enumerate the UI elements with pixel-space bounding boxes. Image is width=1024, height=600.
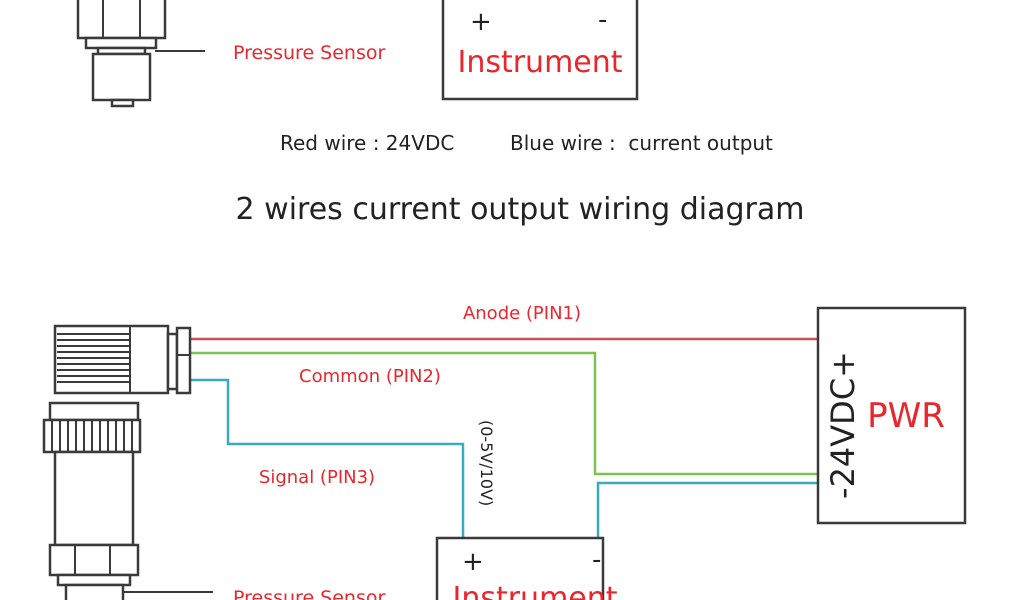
common-label: Common (PIN2) [299, 366, 441, 387]
anode-label: Anode (PIN1) [463, 303, 581, 324]
legend-blue-wire: Blue wire : current output [510, 131, 773, 155]
bottom-instrument-plus: + [462, 547, 484, 577]
signal-wire-blue [190, 378, 465, 538]
bottom-instrument-label: Instrument [452, 581, 617, 600]
bottom-instrument-minus: - [592, 545, 601, 575]
power-voltage-label: -24VDC+ [824, 351, 862, 499]
signal-label: Signal (PIN3) [259, 467, 375, 488]
legend-red-wire: Red wire : 24VDC [280, 131, 454, 155]
top-pressure-sensor [76, 0, 205, 108]
power-supply-box: -24VDC+ PWR [816, 306, 967, 525]
bottom-sensor-label: Pressure Sensor [233, 587, 385, 600]
power-label: PWR [867, 396, 945, 436]
common-wire-green [190, 351, 818, 476]
bottom-instrument-box: + - Instrument [435, 536, 618, 600]
return-wire-blue [596, 481, 818, 538]
top-instrument-label: Instrument [457, 45, 622, 80]
signal-range-label: (0-5V/10V) [477, 420, 496, 506]
top-instrument-box: + - Instrument [441, 0, 639, 101]
top-sensor-label: Pressure Sensor [233, 42, 385, 64]
bottom-pressure-sensor [42, 324, 213, 600]
top-instrument-plus: + [470, 7, 492, 37]
top-instrument-minus: - [598, 5, 607, 35]
diagram-title: 2 wires current output wiring diagram [236, 192, 805, 227]
